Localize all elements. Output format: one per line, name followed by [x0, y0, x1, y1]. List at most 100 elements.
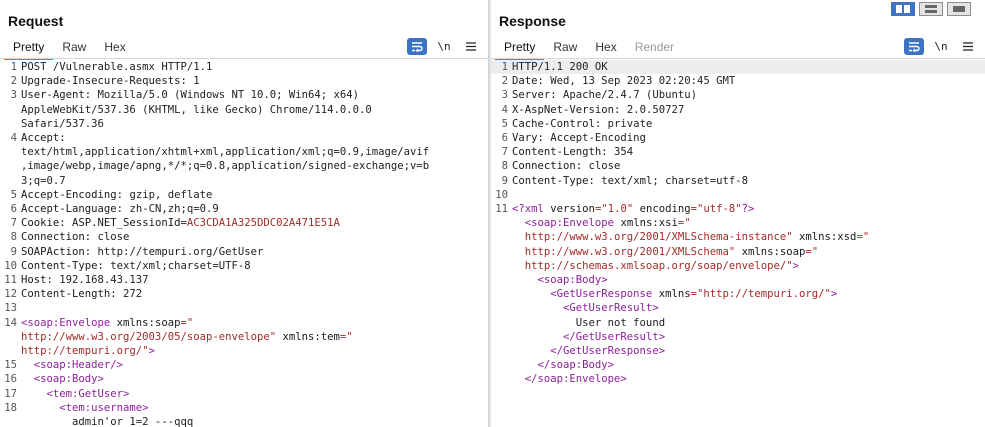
line-text: </GetUserResponse>: [508, 344, 665, 358]
request-newline-toggle[interactable]: \n: [437, 40, 451, 53]
code-token: SOAPAction:: [21, 245, 92, 258]
pane-divider[interactable]: [488, 0, 491, 427]
code-token: http://schemas.xmlsoap.org/soap/envelope…: [512, 259, 787, 272]
code-token: Connection:: [21, 231, 92, 244]
code-token: ": [786, 259, 793, 272]
line-text: http://www.w3.org/2001/XMLSchema-instanc…: [508, 230, 869, 244]
response-code-line: </soap:Body>: [491, 358, 985, 372]
line-text: <GetUserResponse xmlns="http://tempuri.o…: [508, 287, 837, 301]
request-menu-button[interactable]: [461, 38, 481, 55]
tabbed-layout-button[interactable]: [947, 2, 971, 16]
line-number: 8: [501, 160, 508, 173]
request-code-line: 15 <soap:Header/>: [0, 358, 488, 372]
response-tab-raw[interactable]: Raw: [553, 40, 578, 54]
line-text: text/html,application/xhtml+xml,applicat…: [17, 145, 429, 159]
code-token: X-AspNet-Version:: [512, 103, 621, 116]
code-token: http://www.w3.org/2003/05/soap-envelope: [21, 330, 270, 343]
line-number: 15: [4, 359, 17, 372]
code-token: http://tempuri.org/: [21, 345, 143, 358]
code-token: =": [805, 245, 819, 258]
code-token: <?xml: [512, 203, 551, 216]
line-number: [491, 273, 508, 287]
code-token: Apache/2.4.7 (Ubuntu): [556, 89, 697, 102]
line-text: Server: Apache/2.4.7 (Ubuntu): [508, 88, 697, 102]
wrap-icon: [412, 42, 423, 52]
code-token: Date:: [512, 75, 544, 88]
request-tabs: Pretty Raw Hex: [4, 38, 135, 60]
response-code-line: </GetUserResult>: [491, 330, 985, 344]
line-text: [508, 188, 512, 202]
line-text: <GetUserResult>: [508, 301, 659, 315]
line-text: </soap:Body>: [508, 358, 615, 372]
response-code-line: http://www.w3.org/2001/XMLSchema" xmlns:…: [491, 245, 985, 259]
line-text: [17, 301, 21, 315]
request-editor[interactable]: 1 POST /Vulnerable.asmx HTTP/1.1 2 Upgrade-…: [0, 60, 488, 427]
response-newline-toggle[interactable]: \n: [934, 40, 948, 53]
line-number: 8: [10, 231, 17, 244]
line-number: 1: [10, 61, 17, 73]
code-token: xmlns:xsi: [620, 217, 678, 230]
code-token: >: [148, 345, 155, 358]
menu-icon: [466, 42, 476, 51]
code-token: 2.0.50727: [620, 103, 685, 116]
response-tab-pretty[interactable]: Pretty: [495, 38, 545, 60]
line-text: User-Agent: Mozilla/5.0 (Windows NT 10.0…: [17, 88, 359, 102]
code-token: ": [786, 231, 800, 244]
request-code-line: http://tempuri.org/">: [0, 344, 488, 358]
response-tab-hex[interactable]: Hex: [595, 40, 617, 54]
request-code-line: http://www.w3.org/2003/05/soap-envelope"…: [0, 330, 488, 344]
line-number: 4: [501, 103, 508, 116]
line-number: [491, 245, 508, 259]
line-text: Connection: close: [508, 159, 620, 173]
line-text: http://www.w3.org/2001/XMLSchema" xmlns:…: [508, 245, 818, 259]
code-token: <GetUserResponse: [512, 288, 659, 301]
code-token: Accept:: [21, 132, 66, 145]
request-code-line: AppleWebKit/537.36 (KHTML, like Gecko) C…: [0, 103, 488, 117]
code-token: AppleWebKit/537.36 (KHTML, like Gecko) C…: [21, 103, 372, 116]
code-token: ?>: [741, 203, 755, 216]
response-wrap-button[interactable]: [904, 38, 924, 55]
line-number: [491, 330, 508, 344]
side-by-side-layout-button[interactable]: [891, 2, 915, 16]
line-text: Content-Length: 354: [508, 145, 633, 159]
code-token: >: [792, 259, 800, 272]
line-text: Content-Type: text/xml; charset=utf-8: [508, 174, 748, 188]
line-text: Safari/537.36: [17, 117, 104, 131]
line-text: </GetUserResult>: [508, 330, 665, 344]
response-code-line: 10: [491, 188, 985, 202]
line-number: 4: [10, 132, 17, 145]
stacked-layout-button[interactable]: [919, 2, 943, 16]
response-code-line: <GetUserResponse xmlns="http://tempuri.o…: [491, 287, 985, 301]
line-text: <?xml version="1.0" encoding="utf-8"?>: [508, 202, 754, 216]
code-token: <GetUserResult>: [512, 302, 659, 315]
line-text: http://www.w3.org/2003/05/soap-envelope"…: [17, 330, 353, 344]
request-wrap-button[interactable]: [407, 38, 427, 55]
line-number: 9: [501, 174, 508, 187]
request-code-line: 3;q=0.7: [0, 174, 488, 188]
line-number: [491, 287, 508, 301]
request-tab-hex[interactable]: Hex: [104, 40, 126, 54]
response-menu-button[interactable]: [958, 38, 978, 55]
line-text: User not found: [508, 316, 665, 330]
line-number: [0, 415, 17, 427]
line-text: <soap:Header/>: [17, 358, 123, 372]
response-code-line: <soap:Envelope xmlns:xsi=": [491, 216, 985, 230]
request-tab-pretty[interactable]: Pretty: [4, 38, 54, 60]
code-token: POST /Vulnerable.asmx HTTP/1.1: [21, 61, 213, 73]
code-token: 192.168.43.137: [52, 274, 149, 287]
line-text: Host: 192.168.43.137: [17, 273, 149, 287]
line-number: [0, 159, 17, 173]
code-token: Upgrade-Insecure-Requests:: [21, 75, 187, 88]
code-token: ": [269, 330, 283, 343]
line-number: 2: [10, 75, 17, 88]
request-tab-raw[interactable]: Raw: [62, 40, 87, 54]
code-token: encoding: [639, 203, 691, 216]
request-code-line: 13: [0, 301, 488, 315]
code-token: Accept-Encoding: [543, 132, 646, 145]
line-text: X-AspNet-Version: 2.0.50727: [508, 103, 684, 117]
code-token: ="utf-8": [690, 203, 742, 216]
